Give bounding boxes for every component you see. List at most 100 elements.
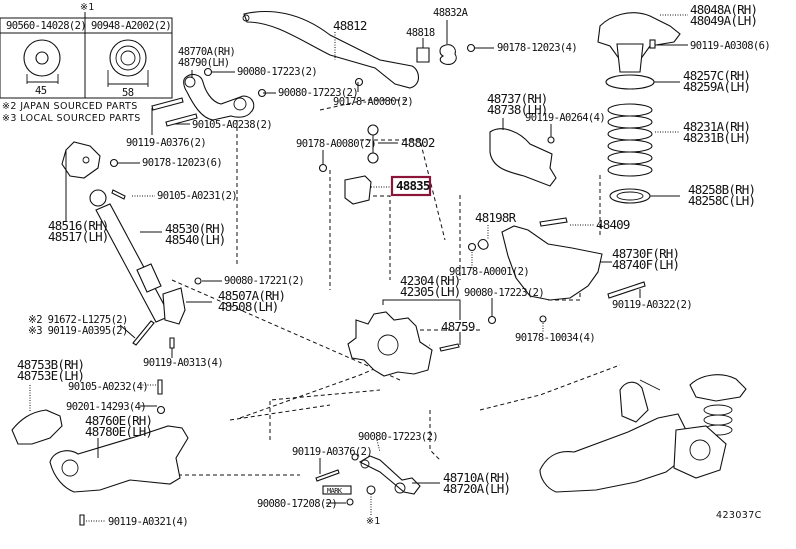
callout-90119-a0313[interactable]: 90119-A0313(4) (143, 357, 224, 369)
nut-icon (487, 315, 497, 325)
note-local: LOCAL SOURCED PARTS (20, 113, 140, 124)
callout-48759[interactable]: 48759 (441, 319, 476, 334)
washer-inset-table: ※1 90560-14028(2) 90948-A2002(2) 45 58 (0, 2, 173, 99)
callout-48835[interactable]: 48835 (396, 178, 431, 193)
callout-90119-a0376-b[interactable]: 90119-A0376(2) (292, 446, 373, 458)
callout-90080-17208[interactable]: 90080-17208(2) (257, 498, 338, 510)
callout-90119-a0395[interactable]: ※3 90119-A0395(2) (28, 325, 128, 337)
inset-part-1[interactable]: 90560-14028(2) (6, 20, 87, 32)
suspension-arm-cover[interactable] (489, 128, 557, 187)
callout-90105-a0231[interactable]: 90105-A0231(2) (157, 190, 238, 202)
callout-48257c-rh[interactable]: 48257C(RH) (683, 68, 751, 83)
callout-90201-14293[interactable]: 90201-14293(4) (66, 401, 147, 413)
callout-48710a-rh[interactable]: 48710A(RH) (443, 470, 511, 485)
callout-48258c-lh[interactable]: 48258C(LH) (688, 193, 756, 208)
callout-90080-17223-d[interactable]: 90080-17223(2) (358, 431, 439, 443)
callout-48737-rh[interactable]: 48737(RH) (487, 91, 548, 106)
callout-90105-a0232[interactable]: 90105-A0232(4) (68, 381, 149, 393)
inset-dim-2: 58 (122, 87, 134, 99)
callout-48259a-lh[interactable]: 48259A(LH) (683, 79, 751, 94)
callout-48530-rh[interactable]: 48530(RH) (165, 221, 226, 236)
shock-absorber[interactable] (89, 189, 171, 323)
callout-90178-a0080-a[interactable]: 90178-A0080(2) (333, 96, 414, 108)
callout-48760e-rh[interactable]: 48760E(RH) (85, 413, 153, 428)
callout-48832a[interactable]: 48832A (433, 7, 469, 19)
callout-48409[interactable]: 48409 (596, 217, 631, 232)
bolt-icon (79, 514, 85, 526)
bolt-48759[interactable] (439, 343, 460, 352)
callout-90080-17223-c[interactable]: 90080-17223(2) (464, 287, 545, 299)
callout-48508-lh[interactable]: 48508(LH) (218, 299, 279, 314)
bolt-icon (169, 337, 175, 349)
stabilizer-bushing[interactable] (416, 47, 430, 63)
rear-axle-carrier[interactable] (347, 311, 433, 377)
callout-48198r[interactable]: 48198R (475, 210, 517, 225)
bushing-48198R[interactable] (477, 238, 489, 250)
callout-90119-a0308[interactable]: 90119-A0308(6) (690, 40, 771, 52)
washer-ring-icon (107, 39, 149, 87)
callout-48770a-rh[interactable]: 48770A(RH) (178, 46, 236, 58)
callout-48790-lh[interactable]: 48790(LH) (178, 57, 230, 69)
callout-90119-a0376-a[interactable]: 90119-A0376(2) (126, 137, 207, 149)
inset-part-2[interactable]: 90948-A2002(2) (91, 20, 172, 32)
coil-spring[interactable] (607, 103, 653, 177)
svg-text:※3 LOCAL SOURCED PARTS: ※3 LOCAL SOURCED PARTS (2, 113, 141, 124)
lower-control-arm[interactable] (501, 225, 603, 301)
shock-mount-bracket[interactable] (61, 141, 101, 179)
stabilizer-bar[interactable] (243, 10, 420, 89)
callout-48048a-rh[interactable]: 48048A(RH) (690, 2, 758, 17)
callout-48753b-rh[interactable]: 48753B(RH) (17, 357, 85, 372)
callout-48258b-rh[interactable]: 48258B(RH) (688, 182, 756, 197)
callout-90119-a0264[interactable]: 90119-A0264(4) (525, 112, 606, 124)
stabilizer-bracket[interactable] (439, 44, 457, 65)
callout-48231a-rh[interactable]: 48231A(RH) (683, 119, 751, 134)
bolt-icon (111, 189, 126, 200)
callout-48730f-rh[interactable]: 48730F(RH) (612, 246, 680, 261)
trailing-arm-cover[interactable] (11, 409, 63, 445)
callout-48753e-lh[interactable]: 48753E(LH) (17, 368, 85, 383)
callout-90178-a0001[interactable]: 90178-A0001(2) (449, 266, 530, 278)
leader-lines (29, 14, 688, 522)
callout-42305-lh[interactable]: 42305(LH) (400, 284, 461, 299)
upper-control-arm[interactable] (183, 73, 255, 121)
callout-48517-lh[interactable]: 48517(LH) (48, 229, 109, 244)
callout-48516-rh[interactable]: 48516(RH) (48, 218, 109, 233)
stabilizer-link[interactable] (367, 124, 379, 164)
callout-48812[interactable]: 48812 (333, 18, 368, 33)
callout-90080-17223-a[interactable]: 90080-17223(2) (237, 66, 318, 78)
callout-91672-l1275[interactable]: ※2 91672-L1275(2) (28, 314, 128, 326)
callout-48818[interactable]: 48818 (406, 27, 435, 39)
callout-48231b-lh[interactable]: 48231B(LH) (683, 130, 751, 145)
callout-90178-a0080-b[interactable]: 90178-A0080(2) (296, 138, 377, 150)
callout-90178-12023-a[interactable]: 90178-12023(6) (142, 157, 223, 169)
trailing-arm[interactable] (49, 425, 189, 493)
stabilizer-link-bracket[interactable] (344, 175, 372, 205)
callout-42304-rh[interactable]: 42304(RH) (400, 273, 461, 288)
callout-48738-lh[interactable]: 48738(LH) (487, 102, 548, 117)
shock-lower-bracket[interactable] (162, 287, 186, 325)
mark-tag-text: MARK (327, 487, 343, 495)
callout-48540-lh[interactable]: 48540(LH) (165, 232, 226, 247)
callout-90080-17223-b[interactable]: 90080-17223(2) (278, 87, 359, 99)
callout-48780e-lh[interactable]: 48780E(LH) (85, 424, 153, 439)
callout-90119-a0321[interactable]: 90119-A0321(4) (108, 516, 189, 528)
callout-90178-12023-b[interactable]: 90178-12023(4) (497, 42, 578, 54)
callout-90105-a0238[interactable]: 90105-A0238(2) (192, 119, 273, 131)
callout-48049a-lh[interactable]: 48049A(LH) (690, 13, 758, 28)
callout-90178-10034[interactable]: 90178-10034(4) (515, 332, 596, 344)
upper-spring-insulator[interactable] (605, 74, 655, 90)
lateral-link-arm[interactable] (358, 455, 421, 495)
nut-icon (539, 315, 547, 323)
callout-48802[interactable]: 48802 (401, 135, 436, 150)
lower-spring-insulator[interactable] (609, 188, 651, 204)
inset-marker: ※1 (80, 2, 95, 13)
inset-dim-1: 45 (35, 85, 47, 97)
callout-48507a-rh[interactable]: 48507A(RH) (218, 288, 286, 303)
callout-90119-a0322[interactable]: 90119-A0322(2) (612, 299, 693, 311)
callout-48740f-lh[interactable]: 48740F(LH) (612, 257, 680, 272)
nut-icon (467, 242, 477, 252)
highlight-box-48835 (390, 175, 432, 197)
bolt-48409[interactable] (539, 217, 568, 227)
callout-90080-17221[interactable]: 90080-17221(2) (224, 275, 305, 287)
callout-48720a-lh[interactable]: 48720A(LH) (443, 481, 511, 496)
